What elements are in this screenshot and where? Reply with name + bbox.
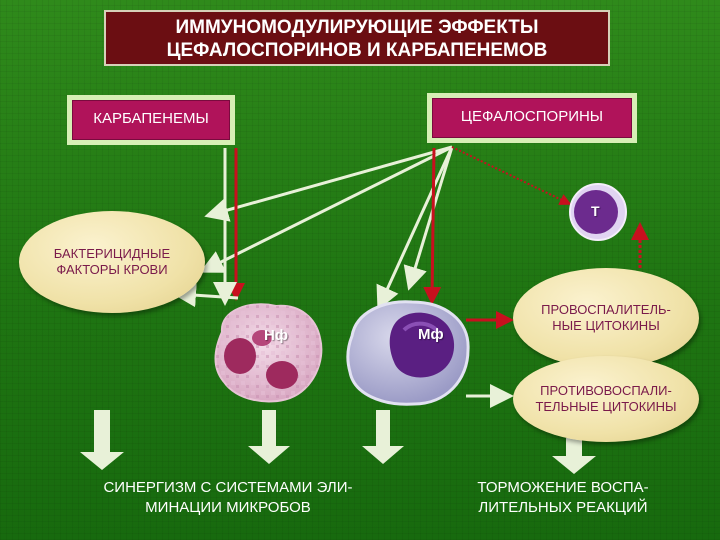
- outcome-right-line-1: ТОРМОЖЕНИЕ ВОСПА-: [477, 479, 649, 496]
- cephalosporins-box: ЦЕФАЛОСПОРИНЫ: [427, 93, 637, 143]
- outcome-synergism: СИНЕРГИЗМ С СИСТЕМАМИ ЭЛИ- МИНАЦИИ МИКРО…: [58, 478, 398, 518]
- carbapenems-box: КАРБАПЕНЕМЫ: [67, 95, 235, 145]
- antiinflammatory-line-1: ПРОТИВОВОСПАЛИ-: [540, 383, 672, 398]
- antiinflammatory-line-2: ТЕЛЬНЫЕ ЦИТОКИНЫ: [535, 399, 677, 414]
- bactericidal-factors-oval: БАКТЕРИЦИДНЫЕ ФАКТОРЫ КРОВИ: [19, 211, 205, 313]
- white-arrows-from-carbapenems: [172, 148, 514, 408]
- proinflammatory-line-1: ПРОВОСПАЛИТЕЛЬ-: [541, 302, 671, 317]
- neutrophil-label: Нф: [264, 327, 288, 344]
- red-arrows: [227, 147, 649, 329]
- bactericidal-line-1: БАКТЕРИЦИДНЫЕ: [53, 246, 171, 261]
- neutrophil-cell: [214, 303, 323, 403]
- title-line-2: ЦЕФАЛОСПОРИНОВ И КАРБАПЕНЕМОВ: [166, 40, 548, 61]
- proinflammatory-cytokines-oval: ПРОВОСПАЛИТЕЛЬ- НЫЕ ЦИТОКИНЫ: [513, 268, 699, 368]
- outcome-left-line-1: СИНЕРГИЗМ С СИСТЕМАМИ ЭЛИ-: [103, 479, 353, 496]
- outcome-right-line-2: ЛИТЕЛЬНЫХ РЕАКЦИЙ: [478, 499, 648, 516]
- white-arrows-from-cephalosporins: [199, 145, 572, 311]
- t-cell: [569, 183, 627, 241]
- outcome-left-line-2: МИНАЦИИ МИКРОБОВ: [145, 499, 311, 516]
- outcome-inhibition: ТОРМОЖЕНИЕ ВОСПА- ЛИТЕЛЬНЫХ РЕАКЦИЙ: [438, 478, 688, 518]
- bactericidal-line-2: ФАКТОРЫ КРОВИ: [56, 262, 168, 277]
- down-block-arrows: [80, 410, 596, 474]
- proinflammatory-line-2: НЫЕ ЦИТОКИНЫ: [552, 318, 660, 333]
- slide-title: ИММУНОМОДУЛИРУЮЩИЕ ЭФФЕКТЫ ЦЕФАЛОСПОРИНО…: [104, 10, 610, 66]
- macrophage-label: Мф: [418, 326, 444, 343]
- macrophage-cell: [346, 300, 470, 406]
- title-line-1: ИММУНОМОДУЛИРУЮЩИЕ ЭФФЕКТЫ: [175, 17, 539, 38]
- t-cell-label: Т: [591, 203, 600, 219]
- carbapenems-label: КАРБАПЕНЕМЫ: [72, 100, 230, 140]
- antiinflammatory-cytokines-oval: ПРОТИВОВОСПАЛИ- ТЕЛЬНЫЕ ЦИТОКИНЫ: [513, 356, 699, 442]
- cephalosporins-label: ЦЕФАЛОСПОРИНЫ: [432, 98, 632, 138]
